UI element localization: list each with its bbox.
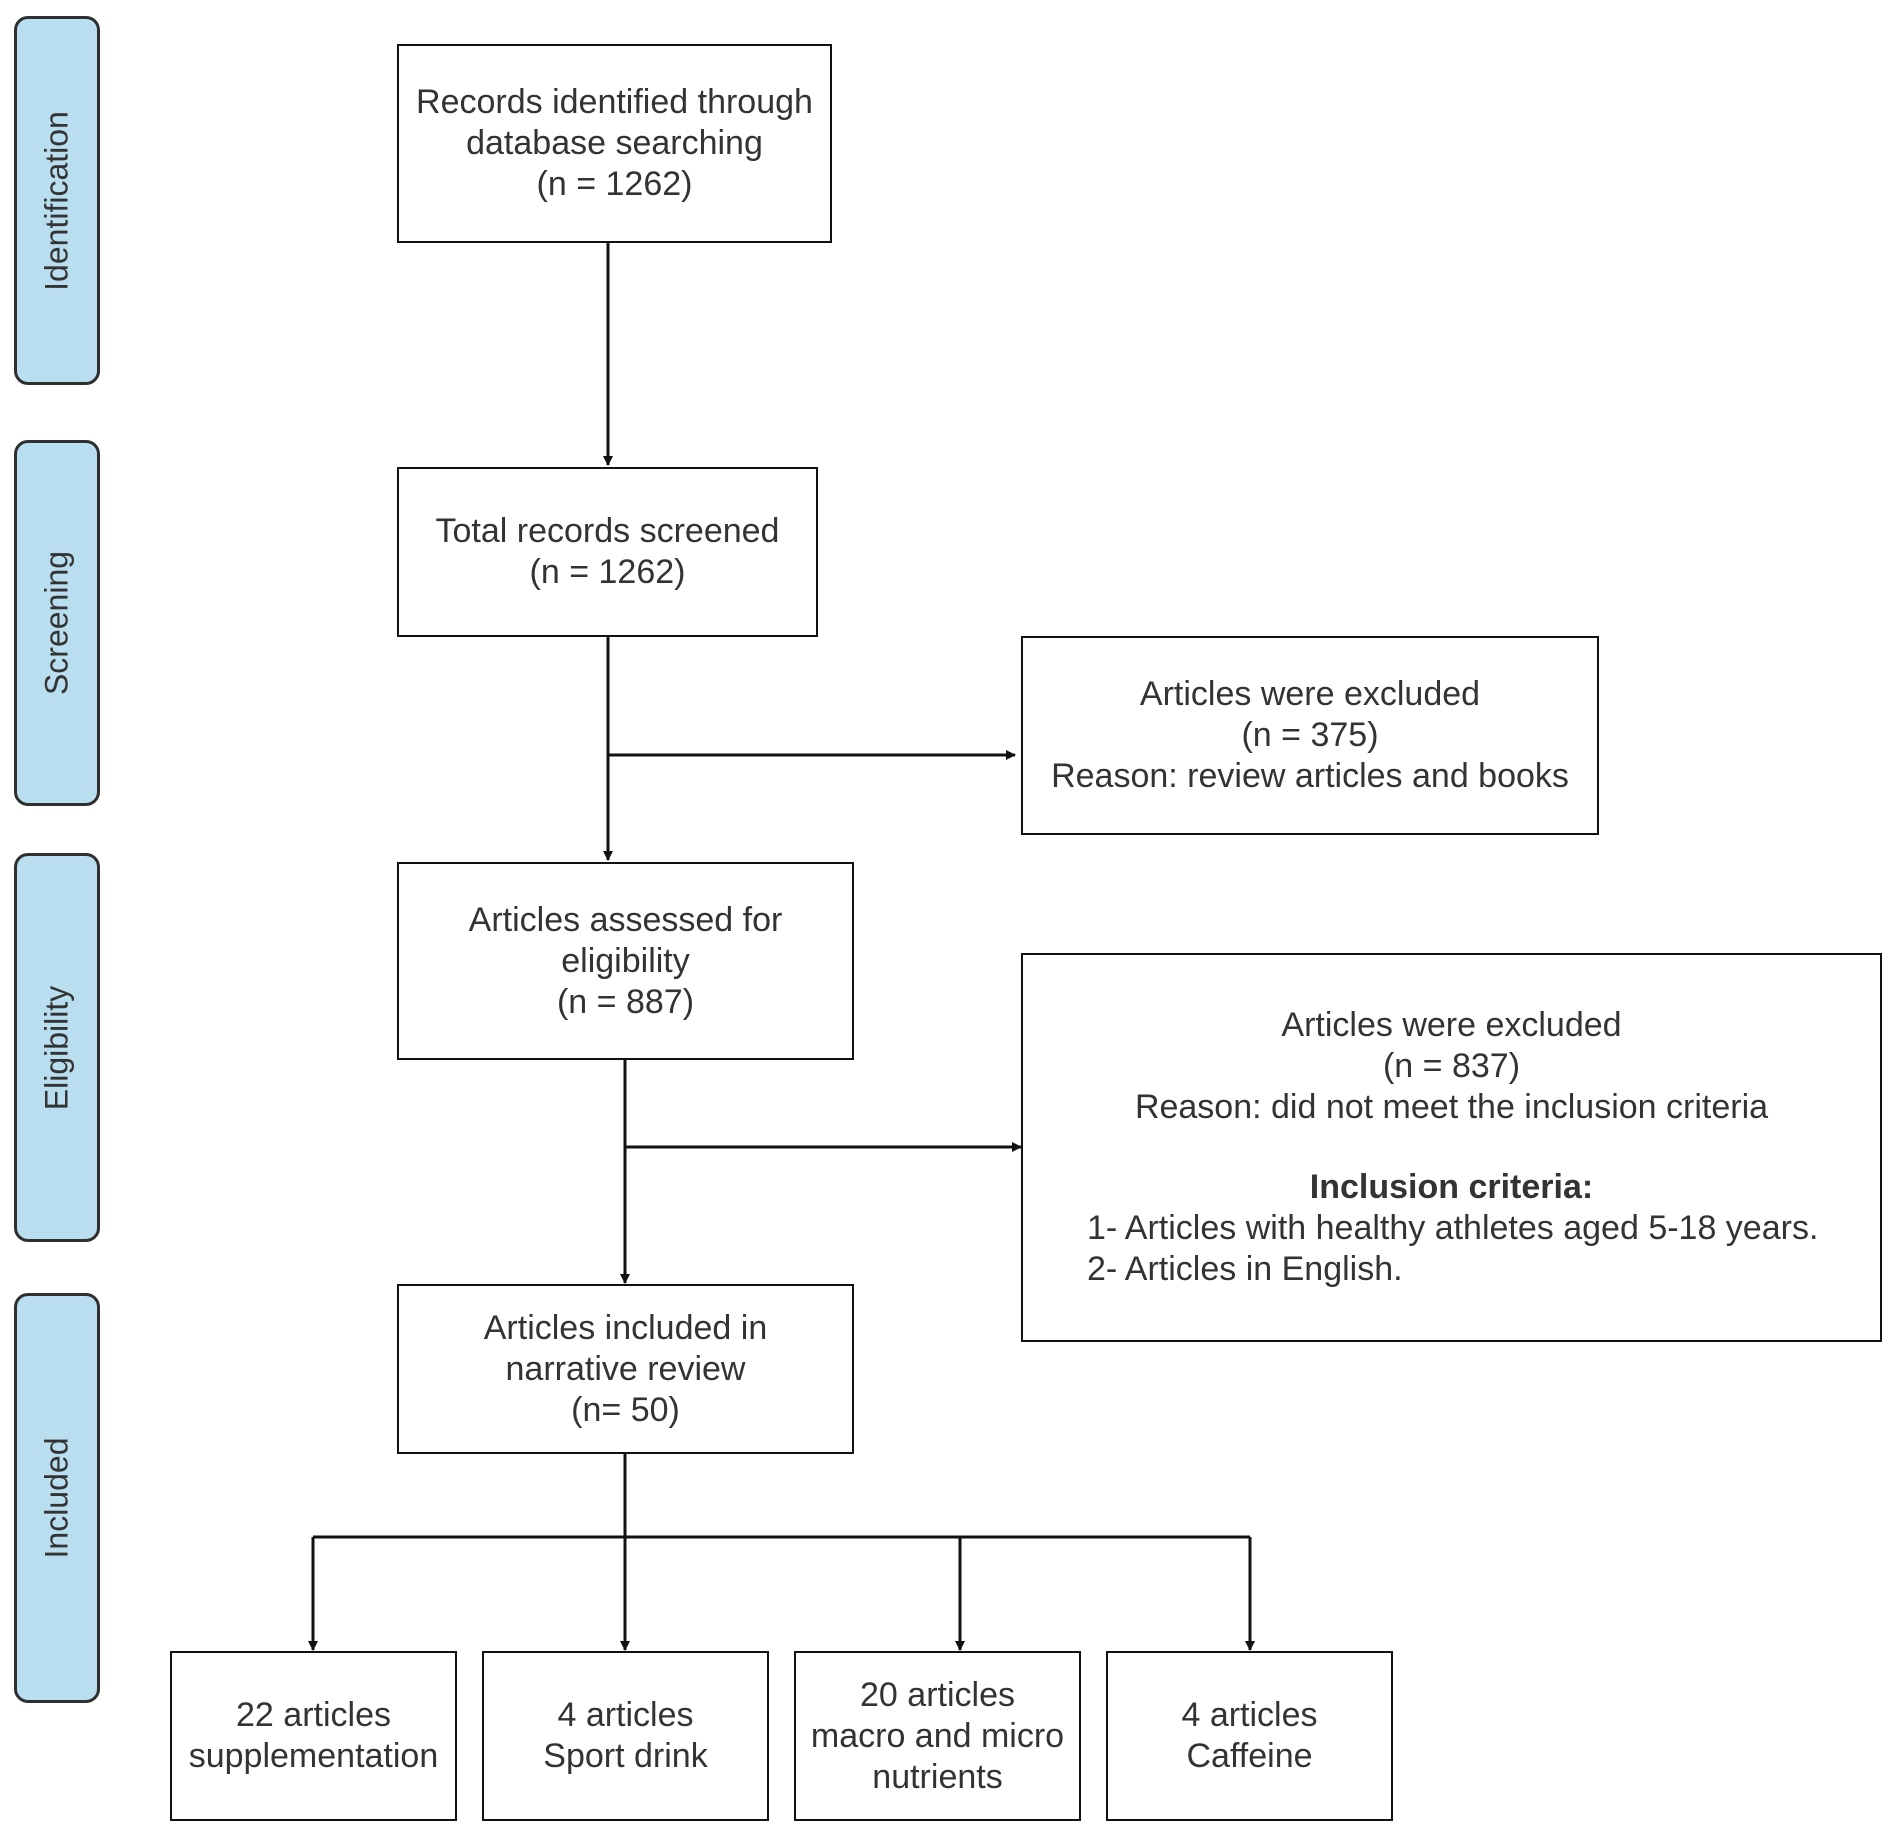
- stage-eligibility: Eligibility: [14, 853, 100, 1242]
- stage-identification: Identification: [14, 16, 100, 385]
- records-identified-line1: Records identified through: [416, 83, 813, 121]
- category-count: 4 articles: [557, 1696, 694, 1734]
- excluded-screening-count: (n = 375): [1241, 716, 1379, 754]
- inclusion-criteria-item: 1- Articles with healthy athletes aged 5…: [1087, 1209, 1819, 1247]
- records-identified-count: (n = 1262): [536, 165, 693, 203]
- excluded-screening-reason: Reason: review articles and books: [1051, 757, 1569, 795]
- records-identified-box: Records identified through database sear…: [397, 44, 832, 243]
- stage-screening: Screening: [14, 440, 100, 806]
- inclusion-criteria-title: Inclusion criteria:: [1309, 1168, 1594, 1206]
- category-box-caffeine: 4 articles Caffeine: [1106, 1651, 1393, 1821]
- category-label-2: nutrients: [872, 1757, 1003, 1796]
- records-screened-line1: Total records screened: [435, 512, 780, 550]
- category-label: supplementation: [188, 1737, 439, 1775]
- inclusion-criteria-item: 2- Articles in English.: [1087, 1250, 1403, 1288]
- eligibility-box: Articles assessed for eligibility (n = 8…: [397, 862, 854, 1060]
- category-box-supplementation: 22 articles supplementation: [170, 1651, 457, 1821]
- category-box-sport-drink: 4 articles Sport drink: [482, 1651, 769, 1821]
- excluded-screening-line1: Articles were excluded: [1139, 675, 1481, 713]
- eligibility-line1: Articles assessed for: [468, 900, 783, 939]
- category-count: 20 articles: [860, 1675, 1015, 1714]
- excluded-eligibility-line1: Articles were excluded: [1281, 1006, 1622, 1044]
- excluded-eligibility-count: (n = 837): [1382, 1047, 1521, 1085]
- eligibility-line2: eligibility: [561, 941, 690, 980]
- included-line1: Articles included in: [483, 1308, 768, 1347]
- category-count: 4 articles: [1181, 1696, 1318, 1734]
- stage-included: Included: [14, 1293, 100, 1703]
- category-label: Caffeine: [1186, 1737, 1313, 1775]
- category-label: Sport drink: [543, 1737, 708, 1775]
- included-line2: narrative review: [505, 1349, 746, 1388]
- category-box-macro-micro: 20 articles macro and micro nutrients: [794, 1651, 1081, 1821]
- records-screened-count: (n = 1262): [529, 553, 686, 591]
- records-screened-box: Total records screened (n = 1262): [397, 467, 818, 637]
- category-label: macro and micro: [810, 1716, 1065, 1755]
- records-identified-line2: database searching: [466, 124, 763, 162]
- included-box: Articles included in narrative review (n…: [397, 1284, 854, 1454]
- included-count: (n= 50): [571, 1390, 680, 1429]
- excluded-eligibility-box: Articles were excluded (n = 837) Reason:…: [1021, 953, 1882, 1342]
- category-count: 22 articles: [236, 1696, 391, 1734]
- excluded-eligibility-reason: Reason: did not meet the inclusion crite…: [1134, 1088, 1769, 1126]
- inclusion-criteria-list: 1- Articles with healthy athletes aged 5…: [1023, 1208, 1818, 1290]
- eligibility-count: (n = 887): [556, 982, 695, 1021]
- excluded-screening-box: Articles were excluded (n = 375) Reason:…: [1021, 636, 1599, 835]
